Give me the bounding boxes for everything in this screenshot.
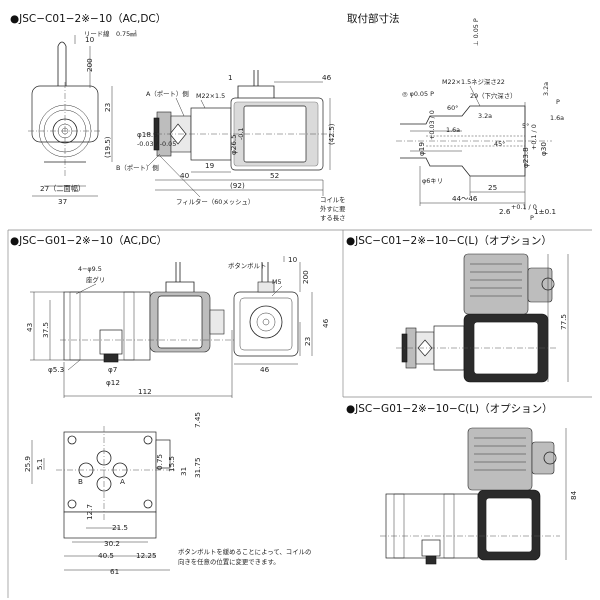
dim-g01-bottom-46: 46 [260,365,270,374]
holes-4-phi9-5: 4−φ9.5 [78,265,102,273]
tol-phi19: +0.03 / 0 [428,110,436,140]
dim-37: 37 [58,197,67,206]
g01-base-plate: B A 7.45 25.9 5.1 0.75 15.5 31 31.75 12.… [23,412,202,576]
port-a-label: A [120,477,125,486]
dim-31-75: 31.75 [193,457,202,478]
dim-21-5: 21.5 [112,523,128,532]
dim-61: 61 [110,567,119,576]
drill-phi6: φ6キリ [422,177,443,185]
dim-77-5: 77.5 [559,314,568,330]
concentricity-callout: ◎ φ0.05 P [402,90,434,98]
dim-phi12: φ12 [106,378,120,387]
dim-lead-10: 10 [85,35,95,44]
dim-43: 43 [25,323,34,332]
dim-0-75: 0.75 [155,454,164,470]
option-g01-view: 84 [380,427,578,565]
option-c01-view: 77.5 [396,253,569,383]
lead-wire-label: リード線 0.75㎟ [84,29,137,38]
c01-end-view: 10 200 リード線 0.75㎟ 23 (19.5) 27（二面幅） 37 [28,29,137,206]
g01-side-view: 4−φ9.5 座グリ 43 37.5 φ5.3 φ7 φ12 112 [25,262,236,398]
thread-callout: M22×1.5ネジ深さ22 [442,77,505,86]
title-jsc-c01-option: ●JSC−C01−2※−10−C(L)（オプション） [346,235,552,247]
dim-5-1: 5.1 [35,459,44,470]
dim-g01-lead-10: 10 [288,255,298,264]
dim-7-45: 7.45 [193,412,202,428]
dim-phi18-9: φ18.9 [137,130,158,139]
counterbore-label: 座グリ [86,275,105,284]
dim-phi23-8: φ23.8 [521,147,530,168]
roughness-1-6a-right: 1.6a [550,114,564,122]
tol-phi26-5: -0.1 [237,128,245,140]
dim-42-5: (42.5) [327,123,336,145]
dim-12-25: 12.25 [136,551,157,560]
datum-p-bottom: P [530,214,534,222]
angle-45: 45° [494,140,505,148]
tol-phi23-8: +0.1 / 0 [530,124,538,150]
coil-note-line1: コイルを [320,196,346,204]
dim-phi19: φ19 [417,142,426,156]
dim-23: 23 [103,103,112,112]
dim-40-5: 40.5 [98,551,114,560]
dim-19-5: (19.5) [103,136,112,158]
label-button-bolt: ボタンボルト [228,261,266,270]
label-port-b: B（ポート）側 [116,164,159,172]
datum-p-top: P [556,98,560,106]
c01-side-view: A（ポート）側 B（ポート）側 φ18.9 -0.03 / -0.05 M22×… [116,70,346,222]
roughness-3-2a-top: 3.2a [542,82,550,96]
note-line2: 向きを任意の位置に変更できます。 [178,557,280,566]
label-filter: フィルター（60メッシュ） [176,197,254,206]
dim-29-pilot-depth: 29（下穴深さ） [470,91,516,100]
label-m22-thread: M22×1.5 [196,92,225,100]
dim-1-tolerance: 1±0.1 [534,207,556,216]
dim-g01-front-23: 23 [303,337,312,346]
dim-g01-front-46: 46 [321,318,330,328]
dim-phi5-3: φ5.3 [48,365,64,374]
section-frames [7,229,592,598]
coil-note-line2: 外すに要 [320,204,346,213]
dim-phi26-5: φ26.5 [229,134,238,155]
dim-2-6: 2.6 [499,207,511,216]
title-jsc-g01-option: ●JSC−G01−2※−10−C(L)（オプション） [346,403,553,415]
dim-31: 31 [179,467,188,476]
dim-37-5: 37.5 [41,322,50,338]
label-m5: M5 [272,278,282,286]
dim-46-side: 46 [322,73,332,82]
dim-52: 52 [270,171,279,180]
dim-g01-lead-200: 200 [301,270,310,284]
dim-44-46: 44〜46 [452,194,478,203]
dim-19: 19 [205,161,215,170]
dim-1: 1 [228,73,233,82]
label-port-a: A（ポート）側 [146,90,189,98]
angle-5: 5° [522,122,529,130]
port-b-label: B [78,477,83,486]
dim-27-flats: 27（二面幅） [40,184,85,193]
dim-phi7: φ7 [108,365,117,374]
g01-front-view: ボタンボルト M5 10 200 46 23 46 [228,255,330,374]
dim-25: 25 [488,183,497,192]
dim-25-9: 25.9 [23,456,32,472]
roughness-1-6a-left: 1.6a [446,126,460,134]
dim-30-2: 30.2 [104,539,120,548]
dim-84: 84 [569,490,578,500]
dim-15-5: 15.5 [167,456,176,472]
angle-60: 60° [447,104,458,112]
title-jsc-c01: ●JSC−C01−2※−10（AC,DC） [10,13,166,25]
mounting-cavity-view: ⊥ 0.05 P M22×1.5ネジ深さ22 ◎ φ0.05 P 29（下穴深さ… [396,18,564,222]
perpendicularity-callout: ⊥ 0.05 P [472,18,480,46]
dim-92: (92) [230,181,245,190]
tol-phi18-9: -0.03 / -0.05 [137,140,176,148]
dim-40: 40 [180,171,190,180]
dim-112: 112 [138,387,152,396]
tol-2-6: +0.1 / 0 [511,203,537,211]
dim-lead-200: 200 [85,58,94,72]
dim-12-7: 12.7 [85,504,94,520]
note-line1: ボタンボルトを緩めることによって、コイルの [178,547,311,556]
coil-note-line3: する長さ [320,214,346,222]
roughness-3-2a-mid: 3.2a [478,112,492,120]
title-mounting-dimensions: 取付部寸法 [347,12,400,25]
dim-phi30: φ30 [539,142,548,156]
title-jsc-g01: ●JSC−G01−2※−10（AC,DC） [10,235,167,247]
